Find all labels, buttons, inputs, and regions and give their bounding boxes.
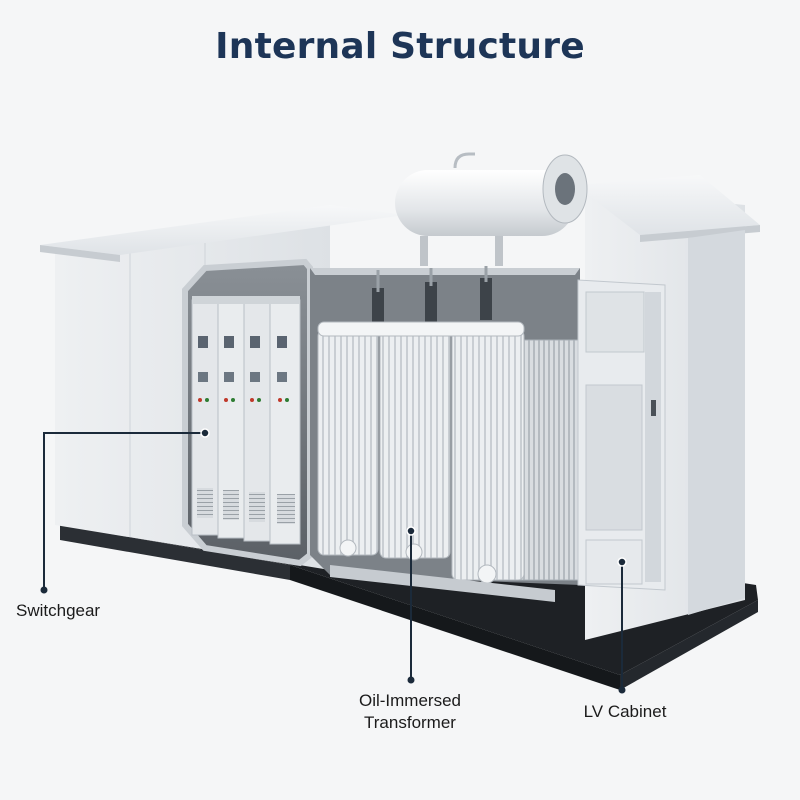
transformer-end-dot — [407, 676, 415, 684]
callout-leaders — [40, 428, 627, 694]
lv-cabinet-end-dot — [618, 686, 626, 694]
transformer-label-line-1: Oil-Immersed — [358, 691, 461, 710]
switchgear-label: Switchgear — [16, 600, 100, 622]
conservator-tank — [395, 152, 588, 266]
switchgear-label-line: Switchgear — [16, 601, 101, 620]
transformer-label: Oil-Immersed Transformer — [340, 690, 480, 734]
diagram-title: Internal Structure — [215, 26, 585, 67]
switchgear-leader — [43, 432, 205, 590]
switchgear-compartment — [182, 258, 313, 567]
lv-cabinet-anchor-dot — [617, 557, 627, 567]
switchgear-end-dot — [40, 586, 48, 594]
lv-cabinet — [577, 279, 666, 591]
lv-cabinet-label-line: LV Cabinet — [583, 702, 667, 721]
transformer-label-line-2: Transformer — [364, 713, 456, 732]
bushings — [372, 266, 492, 326]
switchgear-cabinets — [191, 296, 301, 545]
switchgear-anchor-dot — [200, 428, 210, 438]
transformer-anchor-dot — [406, 526, 416, 536]
oil-immersed-transformer — [317, 321, 581, 602]
lv-cabinet-label: LV Cabinet — [560, 701, 690, 723]
